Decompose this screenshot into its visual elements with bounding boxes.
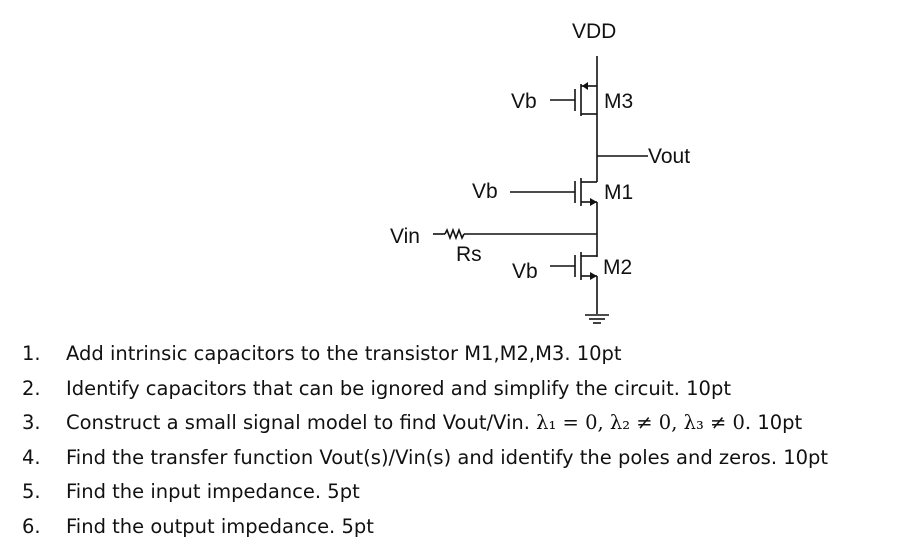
m1-gate-label: Vb	[472, 180, 498, 203]
question-number: 5.	[22, 480, 41, 503]
m2-arrow-icon	[590, 272, 597, 280]
question-text: Identify capacitors that can be ignored …	[66, 376, 731, 400]
question-3: 3. Construct a small signal model to fin…	[22, 406, 828, 441]
question-number: 2.	[22, 376, 41, 400]
question-number: 1.	[22, 342, 41, 365]
question-number: 3.	[22, 411, 41, 434]
question-text: Construct a small signal model to find V…	[66, 411, 530, 434]
vdd-label: VDD	[572, 20, 616, 43]
m3-label: M3	[604, 90, 633, 113]
question-points: 10pt	[757, 411, 803, 434]
vout-label: Vout	[648, 145, 690, 168]
question-list: 1. Add intrinsic capacitors to the trans…	[22, 337, 828, 544]
question-1: 1. Add intrinsic capacitors to the trans…	[22, 337, 828, 372]
m3-gate-label: Vb	[511, 90, 537, 113]
m3-arrow-icon	[582, 82, 588, 90]
vin-label: Vin	[390, 225, 420, 248]
rs-resistor-icon	[444, 227, 465, 241]
question-number: 4.	[22, 445, 41, 469]
circuit-diagram: VDD Vb M3 Vout Vb M1 Vin Rs Vb	[390, 20, 690, 324]
m2-gate-label: Vb	[512, 260, 538, 283]
question-text: Find the output impedance. 5pt	[66, 514, 374, 538]
question-text: Find the input impedance. 5pt	[66, 480, 360, 503]
question-5: 5. Find the input impedance. 5pt	[22, 475, 828, 510]
m2-label: M2	[603, 256, 632, 279]
lambda-conditions: λ₁ = 0, λ₂ ≠ 0, λ₃ ≠ 0.	[536, 411, 752, 434]
m1-label: M1	[604, 181, 633, 204]
question-2: 2. Identify capacitors that can be ignor…	[22, 372, 828, 407]
transistor-m1: Vb M1	[472, 178, 633, 206]
question-number: 6.	[22, 514, 41, 538]
question-6: 6. Find the output impedance. 5pt	[22, 510, 828, 545]
m1-arrow-icon	[590, 198, 597, 206]
rs-label: Rs	[456, 243, 482, 266]
question-text: Find the transfer function Vout(s)/Vin(s…	[66, 445, 829, 469]
question-4: 4. Find the transfer function Vout(s)/Vi…	[22, 441, 828, 476]
transistor-m2: Vb M2	[512, 252, 632, 283]
ground-icon	[585, 314, 609, 324]
question-text: Add intrinsic capacitors to the transist…	[66, 342, 622, 365]
transistor-m3: Vb M3	[511, 82, 633, 116]
